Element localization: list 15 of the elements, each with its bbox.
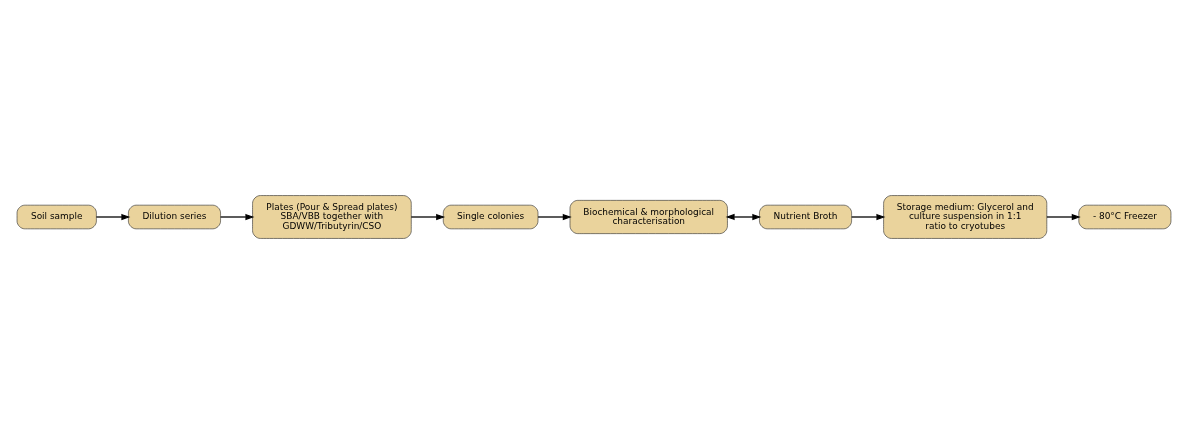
arrow (851, 213, 886, 220)
arrow (537, 213, 572, 220)
arrow (1046, 213, 1081, 220)
node-box: Dilution series (128, 204, 221, 229)
arrow (220, 213, 255, 220)
arrow (95, 213, 131, 220)
node-box: Biochemical & morphological characterisation (569, 199, 728, 234)
node-box: Nutrient Broth (759, 204, 852, 229)
arrow (725, 213, 762, 220)
node-box: Plates (Pour & Spread plates) SBA/VBB together with GDWW/Tributyrin/CSO (252, 194, 412, 239)
node-box: Soil sample (16, 204, 97, 229)
node-box: - 80°C Freezer (1078, 204, 1172, 229)
node-box: Single colonies (442, 204, 539, 229)
arrow (410, 213, 446, 220)
node-box: Storage medium: Glycerol and culture suspension in 1:1 ratio to cryotubes (883, 194, 1048, 239)
